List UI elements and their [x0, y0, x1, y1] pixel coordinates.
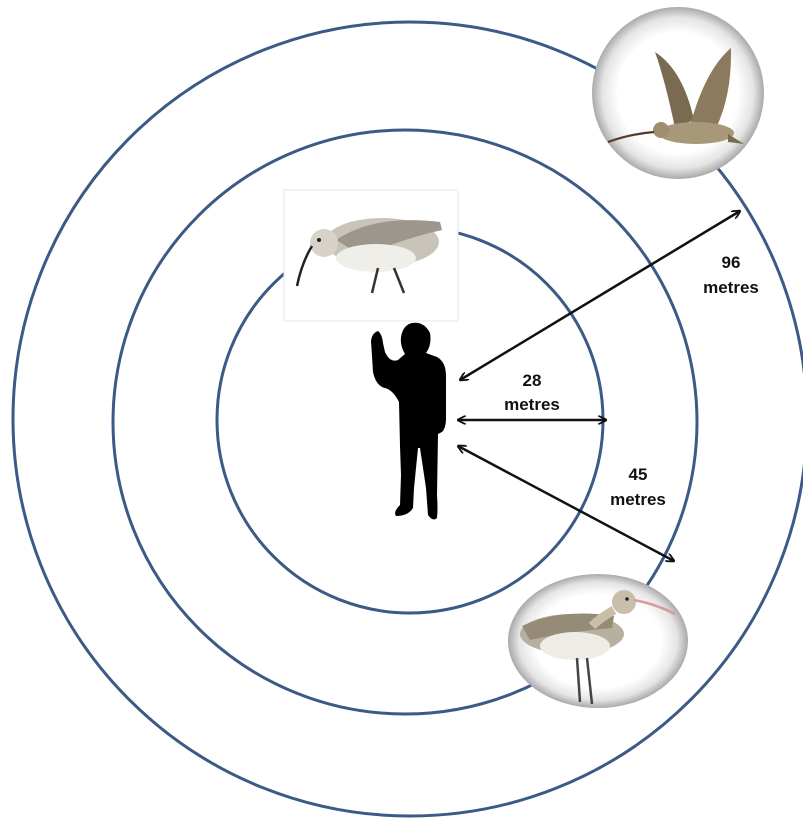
distance-arrow-outer [460, 211, 740, 380]
inner-distance-value: 28 [523, 371, 542, 390]
middle-distance-unit: metres [610, 490, 666, 509]
person-silhouette-icon [371, 323, 446, 520]
inner-distance-unit: metres [504, 395, 560, 414]
eastern-curlew-flying-illustration [592, 7, 764, 179]
middle-distance-value: 45 [629, 465, 648, 484]
curlew-sandpiper-illustration [284, 190, 458, 321]
outer-distance-unit: metres [703, 278, 759, 297]
bar-tailed-godwit-illustration [508, 574, 688, 708]
outer-distance-value: 96 [722, 253, 741, 272]
